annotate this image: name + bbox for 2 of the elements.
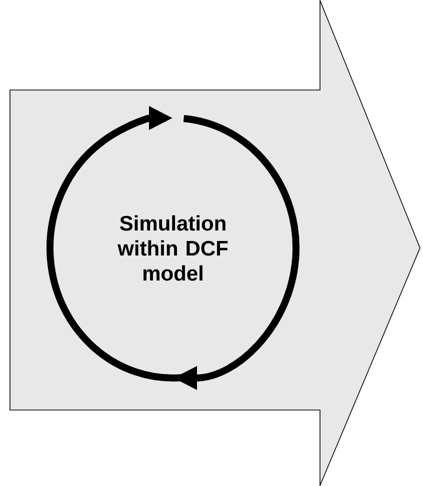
block-arrow xyxy=(10,0,420,486)
block-arrow: Simulation within DCF model xyxy=(118,215,228,281)
